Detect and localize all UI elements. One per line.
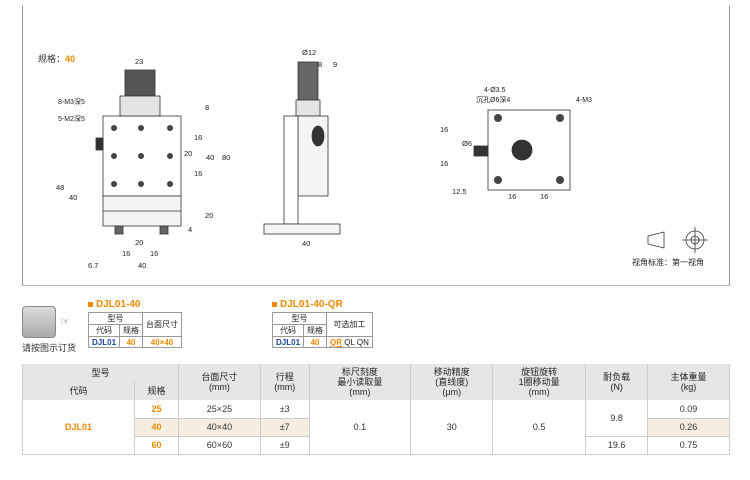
phone-icon [22, 306, 56, 338]
h-weight: 主体重量 (kg) [647, 364, 730, 400]
mini2-code: DJL01 [271, 336, 305, 348]
dim-16h: 16 [540, 192, 548, 201]
h-size: 台面尺寸 (mm) [178, 364, 261, 400]
dim-16b: 16 [194, 169, 202, 178]
cell-spec: 25 [134, 400, 179, 418]
cell-size: 40×40 [178, 418, 261, 436]
mini2-h-spec: 规格 [303, 324, 328, 337]
cell-code: DJL01 [22, 400, 135, 454]
h-model: 型号 [22, 364, 179, 382]
cell-travel: ±7 [259, 418, 310, 436]
mini1-size: 40×40 [142, 336, 183, 348]
cell-weight: 0.26 [647, 418, 730, 436]
cell-weight: 0.09 [647, 400, 730, 418]
order-note: 请按图示订货 [22, 343, 77, 353]
technical-drawing: 23 8-M3深5 5-M2深5 8 16 20 40 80 16 48 40 … [56, 48, 708, 270]
dim-8b: 8 [318, 60, 322, 69]
mini1-h-model: 型号 [87, 312, 144, 325]
cell-load-b: 19.6 [585, 436, 649, 454]
opt-qn: QN [356, 337, 369, 347]
cell-knob: 0.5 [492, 400, 587, 454]
label-hole: 4-Ø3.5 [484, 87, 506, 94]
mini2-spec: 40 [303, 336, 328, 348]
label-cbore: 沉孔Ø6深4 [476, 95, 510, 104]
mini1-code: DJL01 [87, 336, 121, 348]
dim-40c: 40 [302, 239, 310, 248]
mini1-h-spec: 规格 [119, 324, 144, 337]
dim-20h: 20 [135, 238, 143, 247]
drawing-frame [22, 6, 730, 286]
dim-8: 8 [205, 103, 209, 112]
dim-16f: 16 [440, 159, 448, 168]
h-spec: 规格 [134, 382, 179, 400]
mini1-h-size: 台面尺寸 [142, 312, 183, 337]
mini2-h-code: 代码 [271, 324, 305, 337]
dim-16e: 16 [440, 125, 448, 134]
dim-40h: 40 [69, 193, 77, 202]
h-scale: 标尺刻度 最小读取量 (mm) [308, 364, 412, 400]
spec-label: 规格：40 [38, 54, 76, 64]
hand-pointer-icon: ☞ [60, 316, 70, 328]
opt-ql: QL [344, 337, 355, 347]
table-row: DJL01 25 25×25 ±3 0.1 30 0.5 9.8 0.09 [22, 400, 730, 454]
cell-travel: ±9 [259, 436, 310, 454]
cell-size: 60×60 [178, 436, 261, 454]
cell-load-a: 9.8 [585, 400, 649, 436]
dim-6-7: 6.7 [88, 261, 98, 270]
mini2-title: DJL01-40-QR [272, 299, 343, 310]
cell-spec: 60 [134, 436, 179, 454]
cell-travel: ±3 [259, 400, 310, 418]
dim-12-5: 12.5 [452, 187, 467, 196]
dim-9: 9 [333, 60, 337, 69]
dim-16a: 16 [194, 133, 202, 142]
dim-phi12: Ø12 [302, 48, 316, 57]
cell-spec: 40 [134, 418, 179, 436]
table-row: 40 40×40 ±7 0.26 [22, 418, 730, 436]
h-precision: 移动精度 (直线度) (μm) [410, 364, 494, 400]
mini2-h-model: 型号 [271, 312, 328, 325]
dim-4: 4 [188, 225, 192, 234]
dim-23: 23 [135, 57, 143, 66]
dim-16c: 16 [122, 249, 130, 258]
dim-16d: 16 [150, 249, 158, 258]
h-load: 耐负载 (N) [585, 364, 649, 400]
cell-size: 25×25 [178, 400, 261, 418]
cell-precision: 30 [410, 400, 494, 454]
mini1-spec: 40 [119, 336, 144, 348]
label-5-m2: 5-M2深5 [58, 114, 85, 123]
label-4-m3: 4-M3 [576, 97, 592, 104]
dim-40v: 40 [206, 153, 214, 162]
h-code: 代码 [22, 382, 135, 400]
cell-scale: 0.1 [308, 400, 412, 454]
mini2-h-opt: 可选加工 [326, 312, 373, 337]
dim-20r: 20 [205, 211, 213, 220]
spec-table: 型号 台面尺寸 (mm) 行程 (mm) 标尺刻度 最小读取量 (mm) 移动精… [22, 364, 730, 455]
dim-phi6: Ø6 [462, 139, 472, 148]
cell-weight: 0.75 [647, 436, 730, 454]
dim-40b: 40 [138, 261, 146, 270]
mini1-h-code: 代码 [87, 324, 121, 337]
view-note: 视角标准：第一视角 [632, 258, 704, 267]
dim-80: 80 [222, 153, 230, 162]
h-knob: 旋钮旋转 1圈移动量 (mm) [492, 364, 587, 400]
label-8-m3: 8-M3深5 [58, 97, 85, 106]
mini2-options: QR QL QN [326, 336, 373, 348]
mini1-title: DJL01-40 [88, 299, 140, 310]
h-travel: 行程 (mm) [259, 364, 310, 400]
dim-16g: 16 [508, 192, 516, 201]
dim-48: 48 [56, 183, 64, 192]
opt-qr: QR [330, 337, 343, 347]
dim-20v: 20 [184, 149, 192, 158]
